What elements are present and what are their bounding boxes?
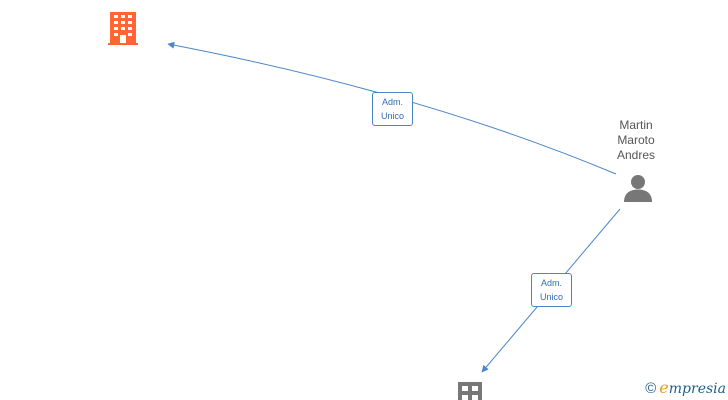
grid-building-icon [458, 382, 482, 400]
person-name-line-3: Andres [616, 148, 656, 162]
building-icon [108, 12, 138, 45]
edge-label-top-line-1: Adm. [381, 97, 403, 107]
person-name[interactable]: Martin Maroto Andres [596, 118, 676, 163]
person-icon [624, 175, 652, 202]
person-name-line-2: Maroto [617, 133, 655, 147]
edge-label-bottom-line-1: Adm. [540, 278, 562, 288]
edge-label-bottom: Adm. Unico [531, 273, 572, 307]
person-name-line-1: Martin [619, 118, 653, 132]
edge-label-top-line-2: Unico [380, 111, 404, 121]
company-node-top[interactable] [108, 12, 138, 50]
person-node[interactable] [623, 174, 653, 207]
edge-label-top: Adm. Unico [372, 92, 413, 126]
empresia-watermark: ©empresia [645, 379, 726, 398]
edge-label-bottom-line-2: Unico [539, 292, 563, 302]
brand-rest: mpresia [668, 381, 726, 397]
brand-first-letter: e [659, 378, 669, 397]
copyright-symbol: © [645, 380, 657, 397]
company-node-bottom[interactable] [458, 382, 482, 400]
